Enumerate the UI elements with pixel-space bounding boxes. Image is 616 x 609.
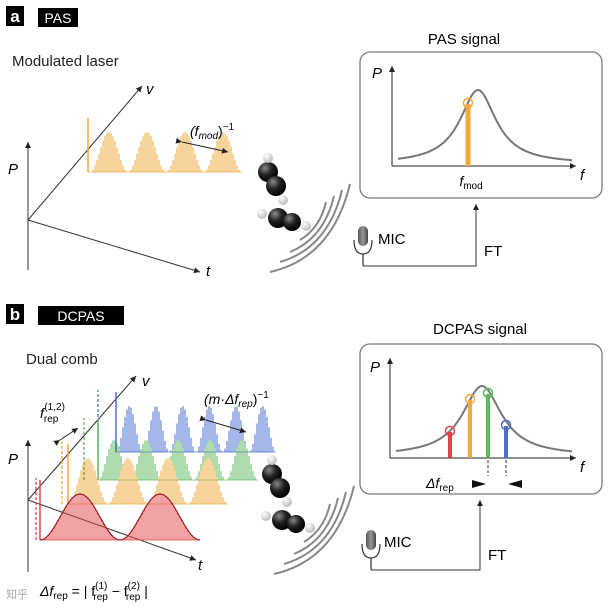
formula-eq: = | f bbox=[68, 583, 95, 599]
watermark: 知乎 bbox=[6, 587, 28, 601]
panel-a-resonance-curve bbox=[397, 88, 573, 162]
panel-a-period-open: (f bbox=[190, 123, 201, 139]
panel-b-dfrep-arrow-right bbox=[508, 480, 522, 488]
formula-minus: − f bbox=[108, 583, 128, 599]
panel-b-blue-marker bbox=[500, 419, 512, 431]
panel-b-dfrep-label: Δfrep bbox=[425, 475, 454, 494]
panel-b-period-open: (m·Δf bbox=[204, 391, 240, 407]
panel-b-letter: b bbox=[10, 305, 20, 324]
panel-b-frep-sub: rep bbox=[44, 414, 59, 425]
panel-b-formula: Δfrep = | f(1)rep − f(2)rep | bbox=[39, 581, 148, 603]
panel-b-red-marker bbox=[444, 425, 456, 437]
panel-a-molecule-2 bbox=[257, 208, 311, 231]
panel-a-fmod-marker bbox=[462, 97, 474, 109]
panel-a-fmod-sub: mod bbox=[463, 181, 482, 192]
panel-b-signal-p-label: P bbox=[370, 359, 380, 376]
panel-b-period-exp: −1 bbox=[257, 390, 269, 401]
panel-b-period-sub: rep bbox=[238, 399, 253, 410]
panel-a-signal-title: PAS signal bbox=[428, 31, 500, 48]
panel-b: b DCPAS Dual comb P t v frep(1,2) (m·Δfr… bbox=[6, 304, 603, 603]
panel-b-sound-waves bbox=[273, 485, 355, 575]
panel-a-v-label: v bbox=[146, 81, 155, 98]
panel-a-signal-p-label: P bbox=[372, 65, 382, 82]
panel-a-t-label: t bbox=[206, 263, 211, 280]
panel-b-frep-f: f bbox=[40, 405, 46, 421]
panel-b-period-close: ) bbox=[253, 391, 258, 407]
panel-b-period-label: (m·Δfrep)−1 bbox=[204, 390, 269, 410]
panel-b-title: Dual comb bbox=[26, 351, 98, 368]
panel-b-ft-label: FT bbox=[488, 547, 506, 564]
panel-a-molecule-1 bbox=[258, 153, 288, 205]
panel-a-fmod-label: fmod bbox=[459, 173, 482, 192]
formula-sup1: (1) bbox=[95, 581, 107, 592]
panel-a-p-label: P bbox=[8, 161, 18, 178]
panel-a-t-axis bbox=[27, 219, 201, 274]
panel-a-ft-label: FT bbox=[484, 243, 502, 260]
red-envelope bbox=[39, 493, 201, 541]
panel-b-letter-box bbox=[6, 304, 24, 324]
panel-b-p-label: P bbox=[8, 451, 18, 468]
panel-b-mic-label: MIC bbox=[384, 534, 412, 551]
panel-a-period-exp: −1 bbox=[223, 122, 235, 133]
panel-a-period-arrow bbox=[175, 137, 229, 154]
panel-b-ft-arrow bbox=[371, 500, 483, 571]
panel-b-signal-title: DCPAS signal bbox=[433, 321, 527, 338]
panel-a-signal-f-label: f bbox=[580, 167, 586, 184]
panel-a-period-close: ) bbox=[218, 123, 223, 139]
panel-a-letter-box bbox=[6, 6, 24, 26]
panel-a-period-sub: mod bbox=[199, 131, 219, 142]
panel-b-v-label: v bbox=[142, 373, 151, 390]
panel-b-orange-marker bbox=[464, 393, 476, 405]
panel-b-comb-traces bbox=[35, 390, 276, 541]
panel-b-dfrep-sub: rep bbox=[439, 483, 454, 494]
panel-b-frep-arrow bbox=[53, 427, 79, 446]
panel-b-frep-label: frep(1,2) bbox=[40, 402, 65, 425]
panel-b-resonance-curve bbox=[395, 384, 573, 453]
panel-b-tag: DCPAS bbox=[57, 308, 104, 324]
panel-b-green-marker bbox=[482, 387, 494, 399]
formula-end: | bbox=[140, 583, 148, 599]
formula-sub1: rep bbox=[93, 592, 108, 603]
panel-b-frep-sup: (1,2) bbox=[44, 402, 65, 413]
panel-a-tag: PAS bbox=[45, 10, 72, 26]
panel-a-title: Modulated laser bbox=[12, 53, 119, 70]
panel-b-signal-f-label: f bbox=[580, 459, 586, 476]
panel-a-letter: a bbox=[10, 7, 20, 26]
panel-a: a PAS Modulated laser P t v (fmod)−1 bbox=[6, 6, 603, 280]
panel-b-signal-box bbox=[359, 343, 603, 495]
panel-b-dfrep-arrow-left bbox=[472, 480, 486, 488]
panel-a-period-label: (fmod)−1 bbox=[190, 122, 235, 142]
panel-a-sound-waves bbox=[269, 183, 351, 273]
panel-b-t-label: t bbox=[198, 557, 203, 574]
panel-b-molecule-2 bbox=[261, 510, 315, 533]
panel-a-fmod-f: f bbox=[459, 173, 465, 189]
formula-lhs-sub: rep bbox=[53, 591, 68, 602]
panel-a-modulated-pulses bbox=[92, 132, 240, 172]
panel-b-mic-icon bbox=[361, 530, 381, 570]
formula-sub2: rep bbox=[126, 592, 141, 603]
panel-a-signal-box bbox=[359, 51, 603, 199]
panel-b-period-arrow bbox=[199, 415, 247, 434]
panel-b-tag-box bbox=[38, 306, 124, 325]
panel-b-dfrep-f: Δf bbox=[425, 475, 441, 491]
panel-a-mic-label: MIC bbox=[378, 231, 406, 248]
panel-a-tag-box bbox=[38, 8, 78, 27]
panel-b-molecule-1 bbox=[262, 455, 292, 507]
formula-sup2: (2) bbox=[128, 581, 140, 592]
panel-a-mic-icon bbox=[353, 226, 373, 266]
formula-lhs: Δf bbox=[39, 583, 55, 599]
panel-b-t-axis bbox=[27, 499, 197, 561]
panel-a-ft-arrow bbox=[363, 204, 479, 267]
panel-b-v-axis bbox=[27, 375, 137, 501]
panel-a-v-axis bbox=[27, 85, 143, 221]
